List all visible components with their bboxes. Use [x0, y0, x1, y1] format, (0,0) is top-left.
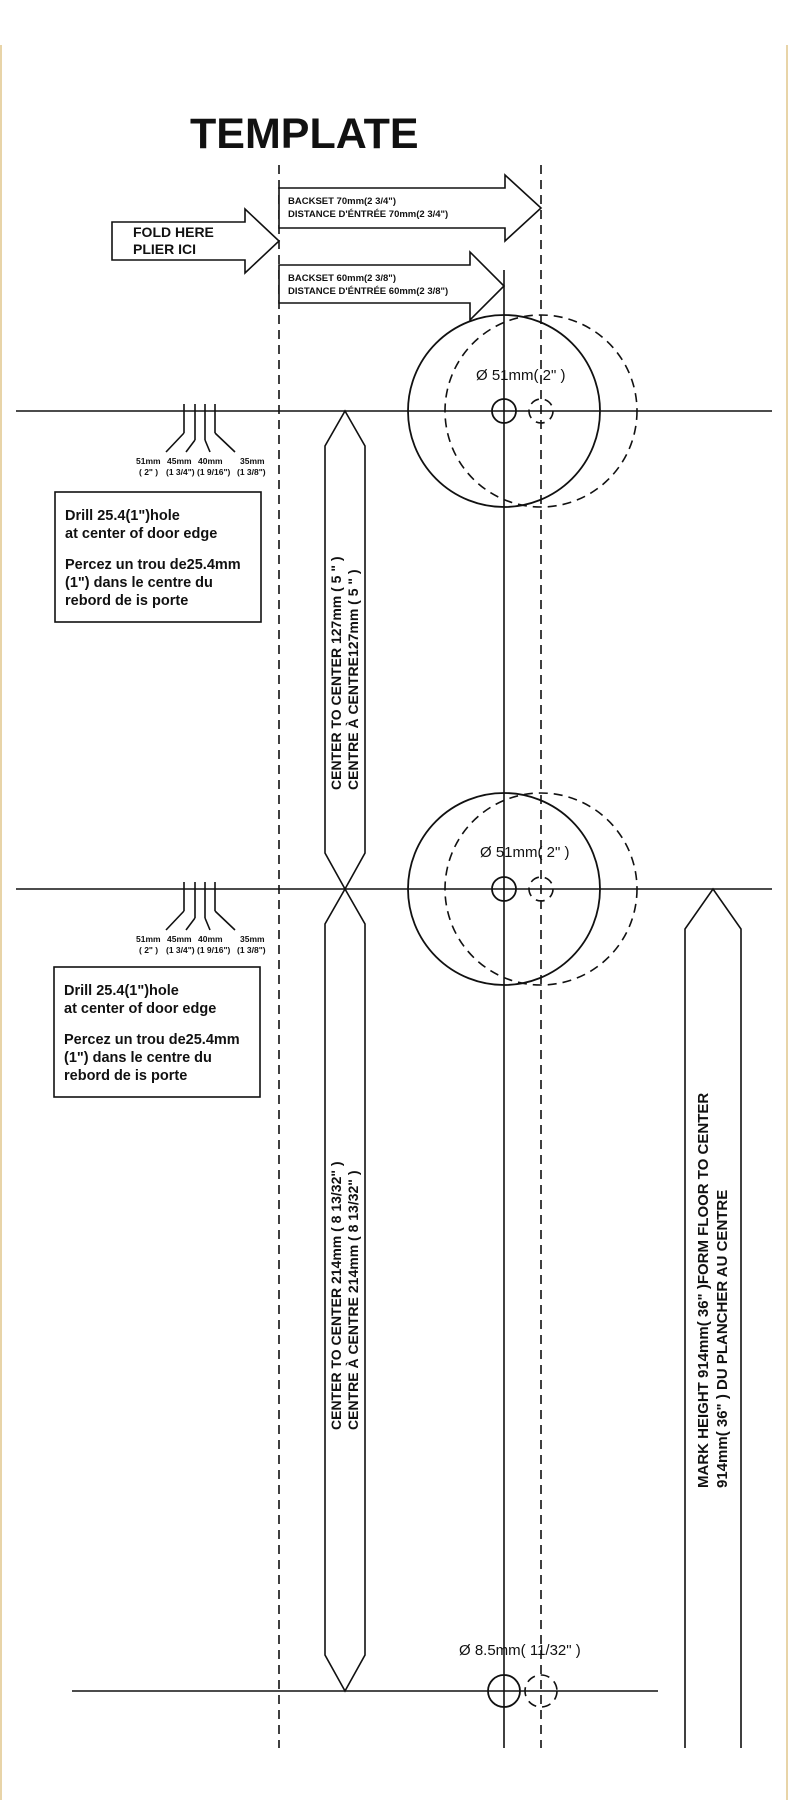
lower-drill-size-45-in: (1 3/4")	[166, 945, 195, 955]
bottom-hole-60	[487, 1674, 521, 1708]
center-127-label-fr: CENTRE À CENTRE127mm ( 5 " )	[345, 569, 361, 790]
mark-height-arrow	[684, 887, 742, 1748]
mark-height-label-fr: 914mm( 36" ) DU PLANCHER AU CENTRE	[714, 1190, 731, 1488]
lower-latch-hole-60	[491, 876, 517, 902]
backset-60-arrow	[278, 250, 506, 322]
lower-drill-note-box	[53, 966, 261, 1098]
lower-drill-size-markers	[165, 882, 236, 931]
upper-drill-size-40-mm: 40mm	[198, 456, 223, 466]
backset-60-label-fr: DISTANCE D'ÉNTRÉE 60mm(2 3/8")	[288, 286, 448, 297]
lower-drill-note-en1: Drill 25.4(1")hole	[64, 983, 179, 999]
lower-bore-circle-70	[444, 792, 638, 986]
lower-drill-note-fr3: rebord de is porte	[64, 1068, 187, 1084]
fold-arrow	[111, 207, 281, 275]
center-214-label-fr: CENTRE À CENTRE 214mm ( 8 13/32" )	[345, 1171, 361, 1431]
upper-drill-size-51-mm: 51mm	[136, 456, 161, 466]
center-214-label-en: CENTER TO CENTER 214mm ( 8 13/32" )	[328, 1161, 344, 1430]
lower-drill-size-40-mm: 40mm	[198, 934, 223, 944]
center-127-label-en: CENTER TO CENTER 127mm ( 5 " )	[328, 556, 344, 790]
upper-drill-size-markers	[165, 404, 236, 453]
upper-drill-note-en1: Drill 25.4(1")hole	[65, 508, 180, 524]
lower-latch-hole-70	[528, 876, 554, 902]
backset-70-arrow	[278, 173, 543, 243]
lower-drill-note-fr1: Percez un trou de25.4mm	[64, 1032, 240, 1048]
fold-label-en: FOLD HERE	[133, 224, 214, 240]
upper-latch-hole-70	[528, 398, 554, 424]
lower-drill-size-40-in: (1 9/16")	[197, 945, 230, 955]
upper-drill-size-45-in: (1 3/4")	[166, 467, 195, 477]
backset-60-label-en: BACKSET 60mm(2 3/8")	[288, 273, 396, 284]
upper-drill-note-fr2: (1") dans le centre du	[65, 575, 213, 591]
lower-bore-label: Ø 51mm( 2" )	[480, 844, 570, 861]
upper-bore-circle-70	[444, 314, 638, 508]
mark-height-label-en: MARK HEIGHT 914mm( 36" )FORM FLOOR TO CE…	[695, 1093, 712, 1488]
backset-70-label-fr: DISTANCE D'ÉNTRÉE 70mm(2 3/4")	[288, 209, 448, 220]
upper-bore-label: Ø 51mm( 2" )	[476, 367, 566, 384]
page-title: TEMPLATE	[190, 110, 419, 158]
upper-drill-note-fr3: rebord de is porte	[65, 593, 188, 609]
upper-drill-note-en2: at center of door edge	[65, 526, 217, 542]
lower-drill-size-51-mm: 51mm	[136, 934, 161, 944]
upper-drill-size-51-in: ( 2" )	[139, 467, 158, 477]
upper-drill-note-fr1: Percez un trou de25.4mm	[65, 557, 241, 573]
lower-drill-size-51-in: ( 2" )	[139, 945, 158, 955]
upper-drill-size-45-mm: 45mm	[167, 456, 192, 466]
bottom-hole-70	[524, 1674, 558, 1708]
upper-latch-hole-60	[491, 398, 517, 424]
upper-bore-circle-60	[407, 314, 601, 508]
lower-drill-note-en2: at center of door edge	[64, 1001, 216, 1017]
upper-drill-size-35-mm: 35mm	[240, 456, 265, 466]
lower-drill-size-35-in: (1 3/8")	[237, 945, 266, 955]
upper-drill-size-40-in: (1 9/16")	[197, 467, 230, 477]
lower-drill-note-fr2: (1") dans le centre du	[64, 1050, 212, 1066]
upper-drill-note-box	[54, 491, 262, 623]
lower-bore-circle-60	[407, 792, 601, 986]
lower-drill-size-35-mm: 35mm	[240, 934, 265, 944]
upper-drill-size-35-in: (1 3/8")	[237, 467, 266, 477]
backset-70-label-en: BACKSET 70mm(2 3/4")	[288, 196, 396, 207]
small-hole-label: Ø 8.5mm( 11/32" )	[459, 1642, 581, 1659]
lower-drill-size-45-mm: 45mm	[167, 934, 192, 944]
fold-label-fr: PLIER ICI	[133, 241, 196, 257]
